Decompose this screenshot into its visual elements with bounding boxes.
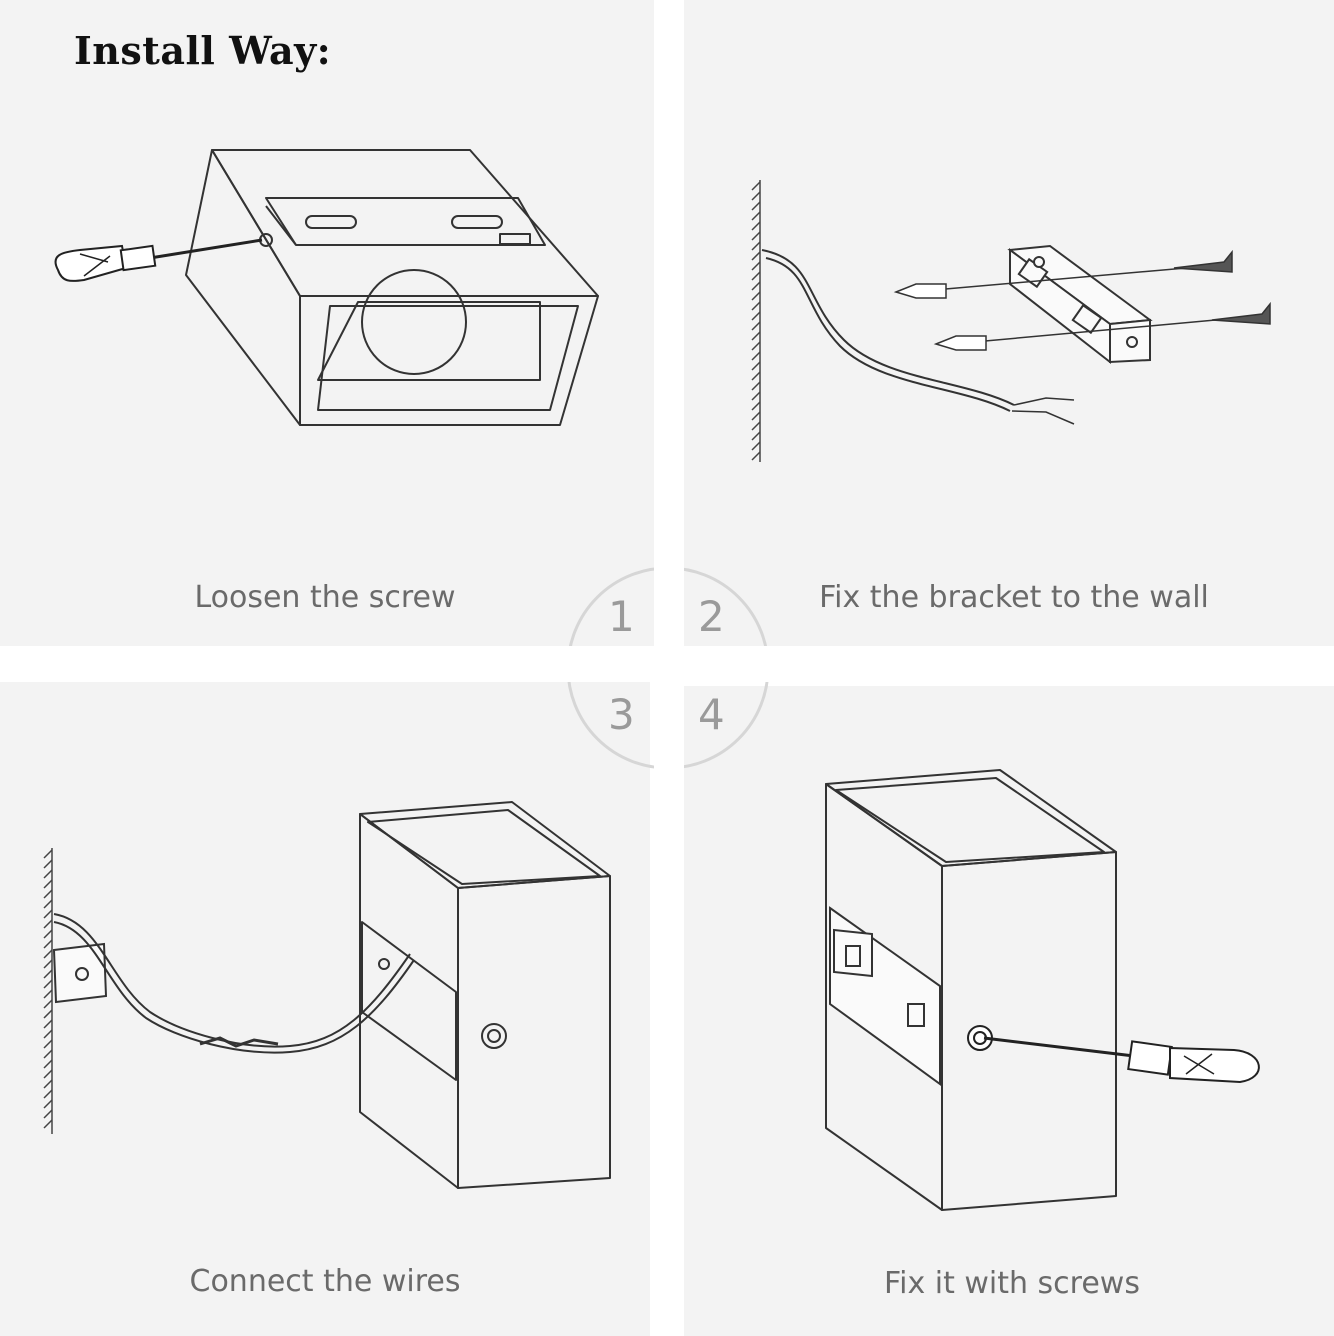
light-housing-icon [825,769,1117,1211]
wall-plug-icon [893,283,947,299]
step-3-panel: Connect the wires [0,682,650,1336]
bracket-icon [52,942,108,1004]
step-4-number: 4 [698,690,725,739]
bracket-icon [265,197,546,246]
screwdriver-icon [967,1025,1260,1084]
bracket-icon [829,906,941,1086]
step-1-panel: Install Way: Loosen the screw [0,0,654,646]
bracket-icon [1007,244,1153,365]
cable-icon [53,913,415,1054]
cable-icon [761,249,1075,425]
step-4-illustration [825,769,1260,1211]
step-3-illustration [43,801,611,1189]
wood-screw-icon [1173,249,1233,273]
step-3-caption: Connect the wires [189,1264,461,1299]
step-4-panel: Fix it with screws [684,686,1334,1336]
step-2-number: 2 [698,592,725,641]
step-1-caption: Loosen the screw [194,580,456,615]
screwdriver-icon [54,238,263,282]
step-4-caption: Fix it with screws [884,1266,1140,1301]
page-title: Install Way: [74,28,332,73]
step-1-number: 1 [608,592,635,641]
light-housing-icon [359,801,611,1189]
step-3-number: 3 [608,690,635,739]
step-1-illustration [54,149,599,426]
wall-icon [751,180,761,462]
step-2-illustration [751,180,1271,462]
step-2-panel: Fix the bracket to the wall [684,0,1334,646]
wall-icon [43,848,53,1134]
step-2-caption: Fix the bracket to the wall [819,580,1209,615]
